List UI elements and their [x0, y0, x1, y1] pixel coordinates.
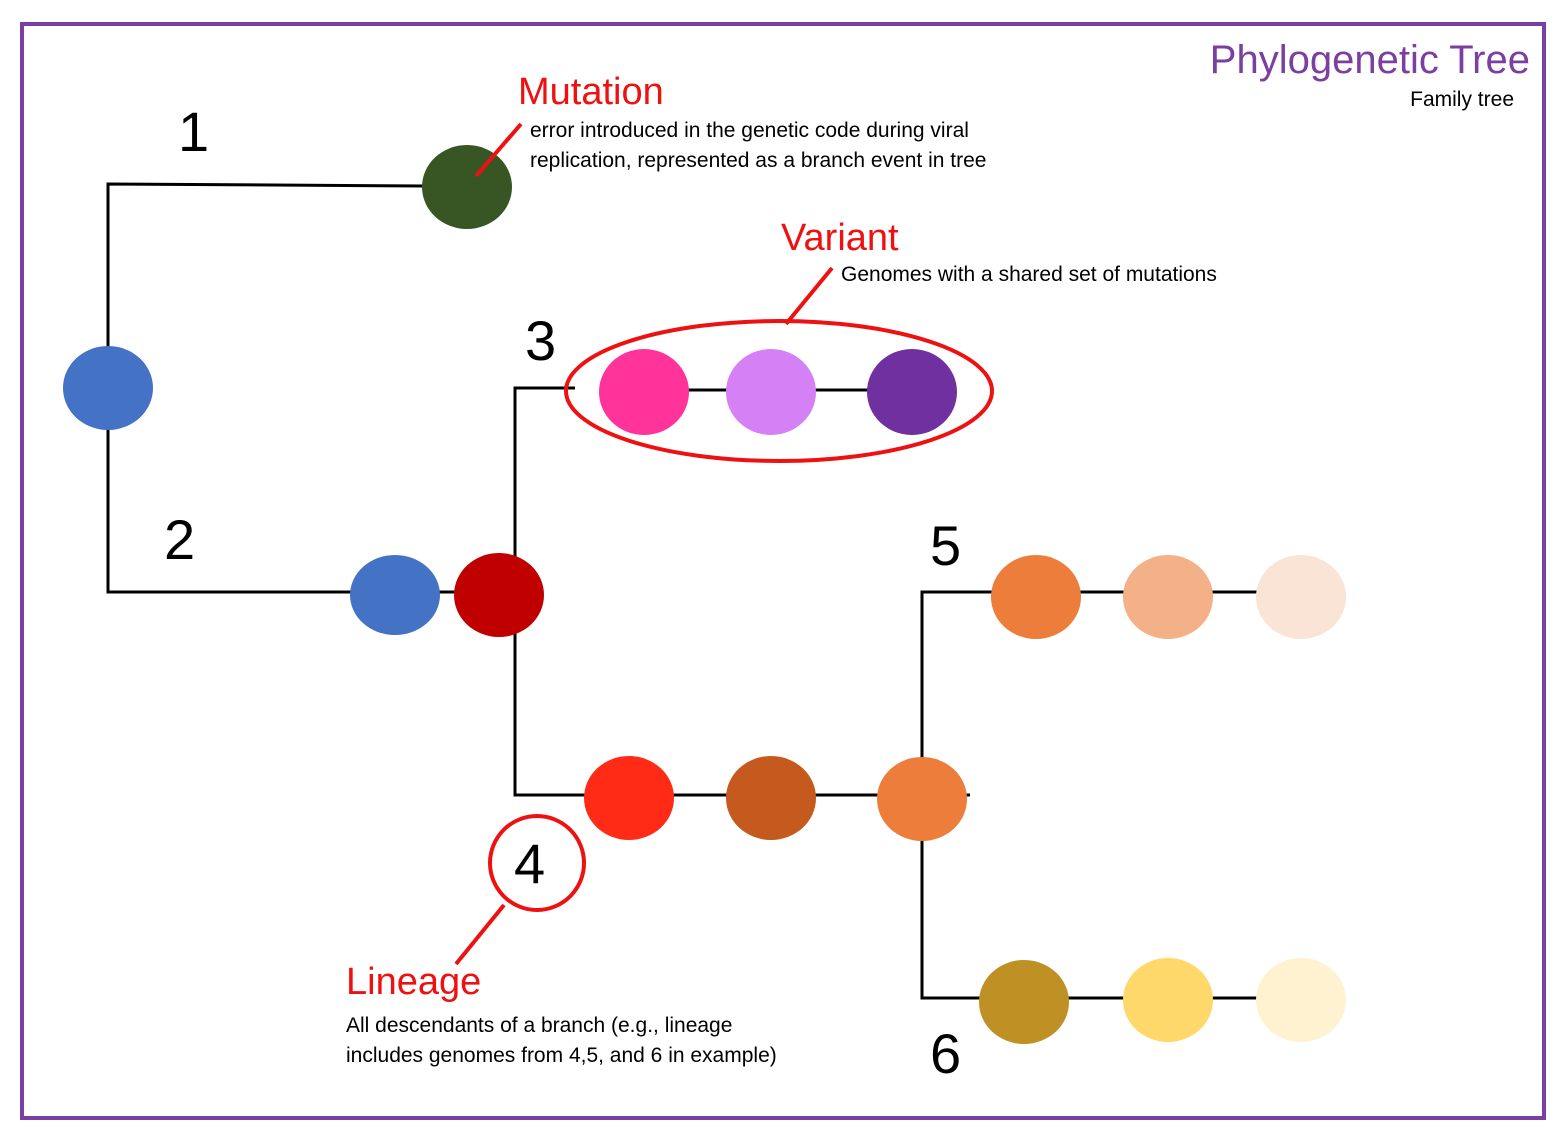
diagram-subtitle: Family tree — [1410, 88, 1514, 111]
node-branch-6-a — [979, 960, 1069, 1044]
variant-highlight-ellipse — [564, 319, 994, 463]
lineage-pointer — [454, 903, 506, 966]
node-branch-3-c — [867, 349, 957, 435]
node-branch-1 — [422, 145, 512, 229]
branch-number-3: 3 — [525, 309, 557, 372]
branch-number-4: 4 — [514, 832, 546, 895]
lineage-description-line-2: includes genomes from 4,5, and 6 in exam… — [346, 1044, 777, 1067]
lineage-highlight-circle — [488, 814, 586, 912]
branch-line-1 — [106, 182, 440, 594]
branch-number-2: 2 — [164, 508, 196, 571]
lineage-heading: Lineage — [346, 961, 482, 1003]
variant-heading: Variant — [781, 217, 899, 259]
branch-number-6: 6 — [930, 1022, 962, 1085]
mutation-description-line-1: error introduced in the genetic code dur… — [530, 119, 969, 142]
mutation-heading: Mutation — [518, 71, 664, 113]
node-branch-3-b — [726, 349, 816, 435]
variant-description: Genomes with a shared set of mutations — [841, 263, 1217, 286]
node-branch-5-c — [1256, 555, 1346, 639]
mutation-description: error introduced in the genetic code dur… — [530, 116, 986, 176]
node-branch-4-c — [877, 757, 967, 841]
node-branch-5-a — [991, 555, 1081, 639]
node-branch-5-b — [1123, 555, 1213, 639]
node-branch-2-a — [350, 555, 440, 635]
lineage-description-line-1: All descendants of a branch (e.g., linea… — [346, 1014, 733, 1037]
node-branch-6-c — [1256, 958, 1346, 1042]
node-branch-4-b — [726, 756, 816, 840]
mutation-pointer — [474, 122, 523, 178]
node-branch-4-a — [584, 756, 674, 840]
variant-pointer — [784, 266, 834, 326]
diagram-title: Phylogenetic Tree — [1209, 38, 1530, 82]
node-branch-3-a — [599, 349, 689, 435]
diagram-frame — [20, 22, 1546, 1120]
node-branch-2-b — [454, 553, 544, 637]
branch-number-1: 1 — [178, 100, 210, 163]
branch-number-5: 5 — [930, 514, 962, 577]
node-root — [63, 346, 153, 430]
mutation-description-line-2: replication, represented as a branch eve… — [530, 149, 987, 172]
node-branch-6-b — [1123, 958, 1213, 1042]
lineage-description: All descendants of a branch (e.g., linea… — [346, 1011, 777, 1071]
